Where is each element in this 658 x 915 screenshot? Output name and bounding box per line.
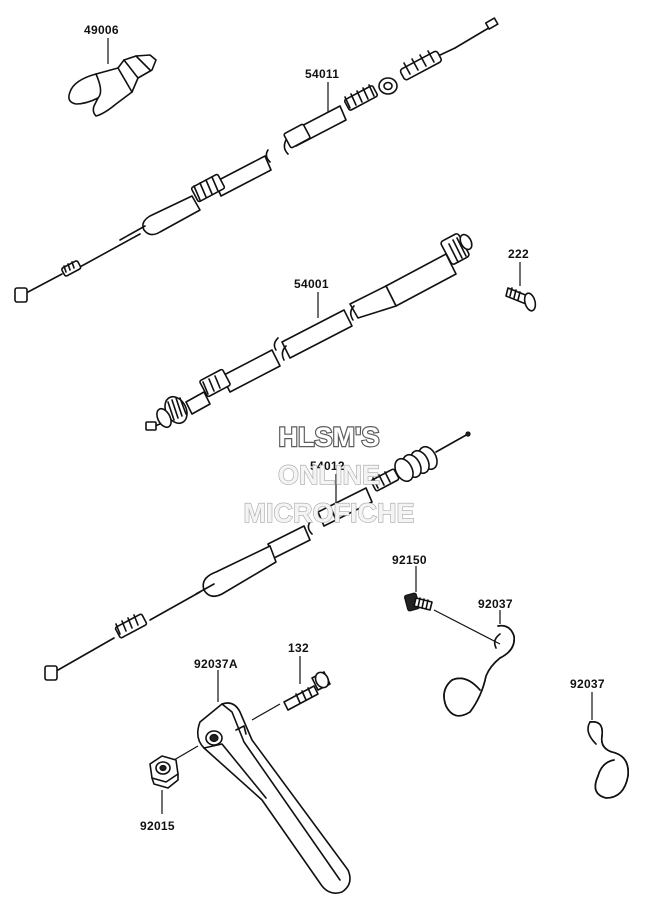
part-92037A-bracket[interactable] (196, 702, 351, 894)
leader-92150-to-clamp (433, 609, 501, 645)
part-54012-return-cable[interactable] (44, 431, 471, 681)
part-222-screw[interactable] (505, 287, 537, 312)
part-number-92015[interactable]: 92015 (140, 819, 175, 833)
part-number-132[interactable]: 132 (288, 641, 309, 655)
watermark: HLSM'S ONLINE MICROFICHE (243, 421, 415, 529)
watermark-line-3: MICROFICHE (244, 498, 415, 528)
leader-132-to-bracket (251, 703, 281, 721)
leader-92015-to-bracket (173, 745, 199, 761)
part-92037-clamp-lower[interactable] (587, 720, 629, 799)
part-92015-nut[interactable] (149, 755, 179, 789)
part-54001-speedometer-cable[interactable] (145, 233, 474, 431)
part-number-54012[interactable]: 54012 (310, 459, 345, 473)
part-number-92037A[interactable]: 92037A (194, 657, 238, 671)
part-number-92037-upper[interactable]: 92037 (478, 597, 513, 611)
part-92150-bolt[interactable] (403, 592, 433, 612)
part-54011-throttle-cable[interactable] (14, 17, 499, 303)
part-92037-clamp-upper[interactable] (443, 624, 516, 717)
part-number-54011[interactable]: 54011 (305, 67, 339, 81)
watermark-line-1: HLSM'S (279, 422, 380, 452)
part-number-92037-lower[interactable]: 92037 (570, 677, 605, 691)
part-number-49006[interactable]: 49006 (84, 23, 119, 37)
part-49006-grip-cover[interactable] (68, 54, 157, 117)
part-number-92150[interactable]: 92150 (392, 553, 427, 567)
part-number-222[interactable]: 222 (508, 247, 529, 261)
part-number-54001[interactable]: 54001 (294, 277, 329, 291)
watermark-line-2: ONLINE (278, 460, 380, 490)
part-132-bolt[interactable] (283, 670, 331, 711)
